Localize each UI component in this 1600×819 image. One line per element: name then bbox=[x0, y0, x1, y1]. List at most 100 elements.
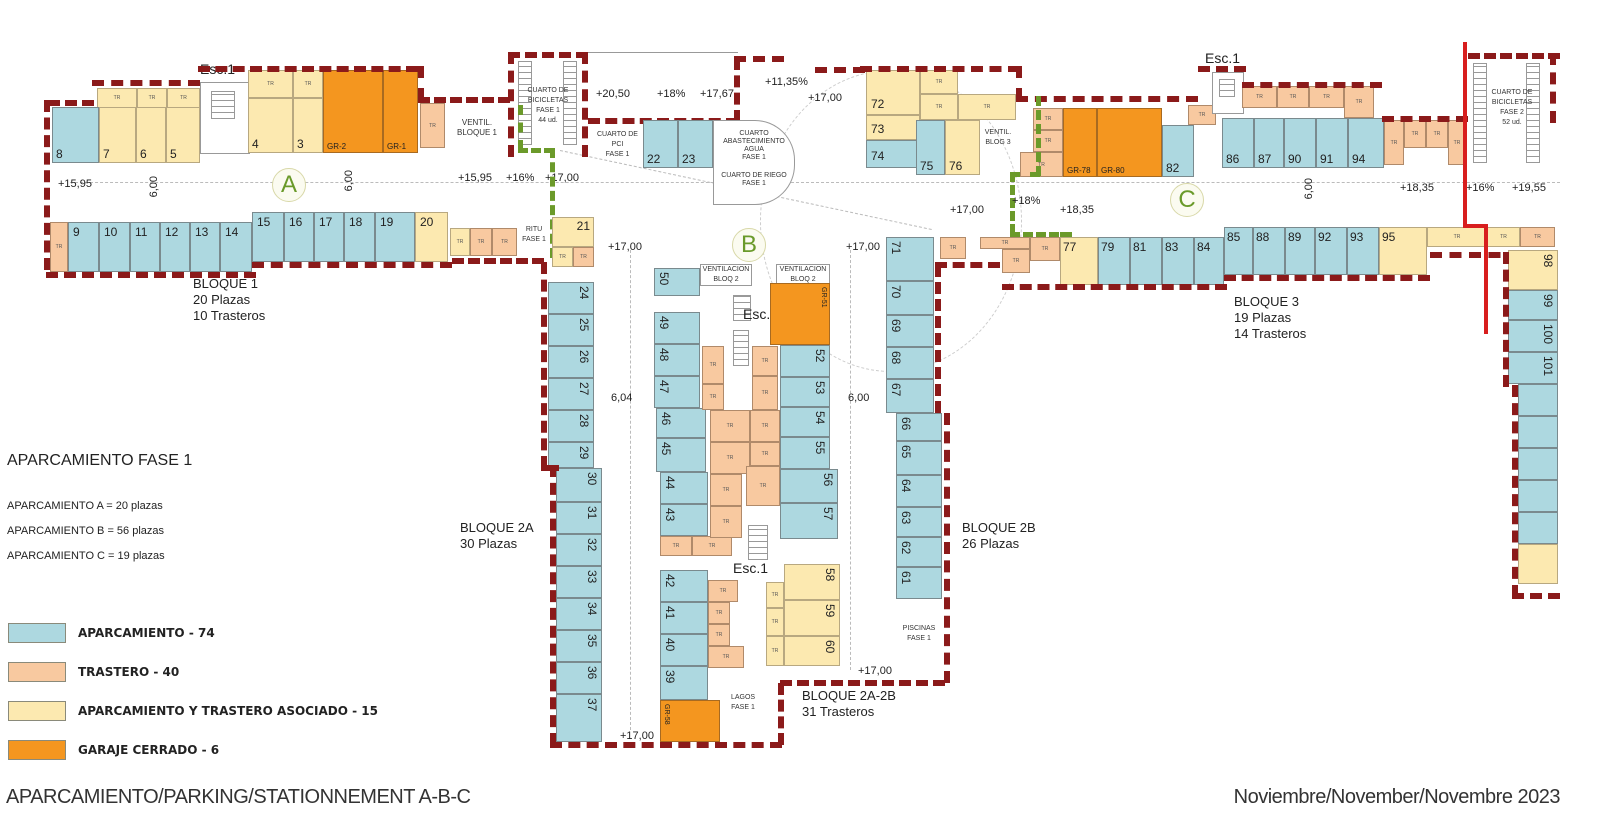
storage-unit[interactable]: TR bbox=[1309, 86, 1344, 108]
storage-unit[interactable]: TR bbox=[702, 346, 724, 384]
parking-spot-31[interactable]: 31 bbox=[556, 502, 602, 534]
storage-unit[interactable]: TR bbox=[920, 94, 958, 120]
parking-spot-52[interactable]: 52 bbox=[780, 345, 830, 377]
parking-spot-67[interactable]: 67 bbox=[886, 379, 934, 413]
parking-spot-88[interactable]: 88 bbox=[1253, 227, 1285, 275]
parking-spot-100[interactable]: 100 bbox=[1508, 320, 1558, 352]
storage-unit[interactable]: TR bbox=[710, 410, 750, 442]
storage-unit[interactable]: TR bbox=[980, 237, 1030, 249]
parking-spot-65[interactable]: 65 bbox=[896, 441, 942, 475]
storage-unit[interactable]: TR bbox=[1344, 86, 1374, 118]
parking-spot[interactable] bbox=[1518, 480, 1558, 512]
parking-spot-34[interactable]: 34 bbox=[556, 598, 602, 630]
parking-spot-21[interactable]: 21 bbox=[552, 217, 594, 247]
parking-spot-48[interactable]: 48 bbox=[654, 344, 700, 376]
storage-unit[interactable]: TR bbox=[766, 582, 784, 608]
parking-spot-45[interactable]: 45 bbox=[656, 438, 706, 472]
storage-unit[interactable]: TR bbox=[1020, 152, 1063, 177]
parking-spot-30[interactable]: 30 bbox=[556, 468, 602, 502]
parking-spot-90[interactable]: 90 bbox=[1284, 118, 1316, 168]
storage-unit[interactable]: TR bbox=[710, 442, 750, 474]
storage-unit[interactable]: TR bbox=[470, 228, 492, 256]
parking-spot-82[interactable]: 82 bbox=[1162, 125, 1194, 177]
parking-spot-42[interactable]: 42 bbox=[660, 570, 708, 602]
storage-unit[interactable]: TR bbox=[692, 536, 732, 556]
parking-spot-27[interactable]: 27 bbox=[548, 378, 594, 410]
storage-unit[interactable]: TR bbox=[708, 580, 738, 602]
parking-spot-99[interactable]: 99 bbox=[1508, 290, 1558, 320]
parking-spot-47[interactable]: 47 bbox=[654, 376, 700, 408]
parking-spot-72[interactable]: 72 bbox=[866, 70, 920, 115]
parking-spot-13[interactable]: 13 bbox=[190, 222, 220, 272]
parking-spot-3[interactable]: 3 bbox=[293, 98, 323, 153]
parking-spot-76[interactable]: 76 bbox=[945, 120, 980, 175]
parking-spot-84[interactable]: 84 bbox=[1194, 237, 1224, 285]
parking-spot-101[interactable]: 101 bbox=[1508, 352, 1558, 384]
storage-unit[interactable]: TR bbox=[137, 88, 167, 108]
storage-unit[interactable]: TR bbox=[766, 608, 784, 636]
storage-unit[interactable]: TR bbox=[50, 222, 68, 272]
parking-spot-23[interactable]: 23 bbox=[678, 120, 713, 168]
parking-spot-62[interactable]: 62 bbox=[896, 537, 942, 567]
parking-spot-6[interactable]: 6 bbox=[136, 107, 166, 163]
storage-unit[interactable]: TR bbox=[97, 88, 137, 108]
parking-spot-54[interactable]: 54 bbox=[780, 407, 830, 437]
storage-unit[interactable]: TR bbox=[167, 88, 200, 108]
parking-spot[interactable] bbox=[1518, 544, 1558, 584]
garage-gr-58[interactable]: GR-58 bbox=[660, 700, 720, 742]
storage-unit[interactable]: TR bbox=[1002, 249, 1030, 273]
parking-spot[interactable] bbox=[1518, 512, 1558, 544]
storage-unit[interactable]: TR bbox=[492, 228, 517, 256]
storage-unit[interactable]: TR bbox=[702, 384, 724, 410]
storage-unit[interactable]: TR bbox=[940, 237, 966, 259]
parking-spot-43[interactable]: 43 bbox=[660, 504, 708, 536]
parking-spot-60[interactable]: 60 bbox=[784, 636, 840, 666]
parking-spot-56[interactable]: 56 bbox=[780, 469, 838, 503]
storage-unit[interactable]: TR bbox=[1242, 86, 1277, 108]
storage-unit[interactable]: TR bbox=[1520, 227, 1555, 247]
parking-spot[interactable] bbox=[1518, 384, 1558, 416]
parking-spot-98[interactable]: 98 bbox=[1508, 250, 1558, 290]
parking-spot-69[interactable]: 69 bbox=[886, 315, 934, 347]
parking-spot-68[interactable]: 68 bbox=[886, 347, 934, 379]
storage-unit[interactable]: TR bbox=[710, 506, 742, 538]
parking-spot-73[interactable]: 73 bbox=[866, 115, 920, 140]
storage-unit[interactable]: TR bbox=[248, 70, 293, 98]
storage-unit[interactable]: TR bbox=[573, 247, 594, 267]
parking-spot-32[interactable]: 32 bbox=[556, 534, 602, 566]
parking-spot-33[interactable]: 33 bbox=[556, 566, 602, 598]
parking-spot-14[interactable]: 14 bbox=[220, 222, 252, 272]
parking-spot-24[interactable]: 24 bbox=[548, 282, 594, 314]
storage-unit[interactable]: TR bbox=[450, 228, 470, 256]
parking-spot-94[interactable]: 94 bbox=[1348, 118, 1384, 168]
parking-spot-35[interactable]: 35 bbox=[556, 630, 602, 662]
parking-spot-50[interactable]: 50 bbox=[654, 268, 700, 296]
parking-spot-36[interactable]: 36 bbox=[556, 662, 602, 694]
storage-unit[interactable]: TR bbox=[920, 70, 958, 94]
parking-spot-89[interactable]: 89 bbox=[1285, 227, 1315, 275]
parking-spot-87[interactable]: 87 bbox=[1254, 118, 1284, 168]
parking-spot-55[interactable]: 55 bbox=[780, 437, 830, 469]
parking-spot-12[interactable]: 12 bbox=[160, 222, 190, 272]
storage-unit[interactable]: TR bbox=[766, 636, 784, 666]
parking-spot-20[interactable]: 20 bbox=[415, 212, 448, 262]
parking-spot-29[interactable]: 29 bbox=[548, 442, 594, 468]
parking-spot-16[interactable]: 16 bbox=[284, 212, 314, 262]
parking-spot[interactable] bbox=[1518, 448, 1558, 480]
parking-spot-41[interactable]: 41 bbox=[660, 602, 708, 634]
parking-spot-92[interactable]: 92 bbox=[1315, 227, 1347, 275]
parking-spot-28[interactable]: 28 bbox=[548, 410, 594, 442]
parking-spot-9[interactable]: 9 bbox=[68, 222, 99, 272]
parking-spot-37[interactable]: 37 bbox=[556, 694, 602, 742]
parking-spot-8[interactable]: 8 bbox=[52, 107, 99, 163]
garage-gr-2[interactable]: GR-2 bbox=[323, 70, 383, 153]
parking-spot-19[interactable]: 19 bbox=[375, 212, 415, 262]
parking-spot-86[interactable]: 86 bbox=[1222, 118, 1254, 168]
parking-spot-95[interactable]: 95 bbox=[1379, 227, 1427, 275]
storage-unit[interactable]: TR bbox=[1487, 227, 1520, 247]
storage-unit[interactable]: TR bbox=[708, 624, 730, 646]
garage-gr-80[interactable]: GR-80 bbox=[1097, 108, 1162, 177]
storage-unit[interactable]: TR bbox=[752, 346, 778, 376]
storage-unit[interactable]: TR bbox=[420, 103, 445, 148]
parking-spot-25[interactable]: 25 bbox=[548, 314, 594, 346]
